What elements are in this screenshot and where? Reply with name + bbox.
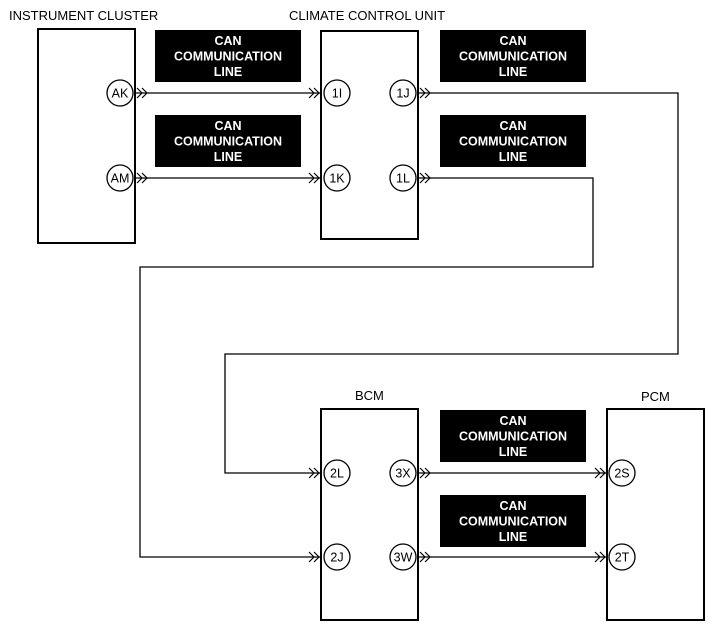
can-label-line-2: COMMUNICATION [174,135,282,149]
pin-label: 3X [395,467,411,481]
chevron-icon [594,467,606,479]
can-label-line-2: COMMUNICATION [459,50,567,64]
pin-ak: AK [106,79,134,107]
can-label-line-3: LINE [214,65,242,79]
pin-label: 2L [330,467,344,481]
pin-2t: 2T [608,543,636,571]
chevron-icon [136,172,148,184]
chevron-icon [136,87,148,99]
can-label-line-1: CAN [499,119,526,133]
pin-label: AM [111,172,130,186]
pin-am: AM [106,164,134,192]
wire-1j-2l [224,92,679,474]
chevron-icon [308,551,320,563]
can-label-line-1: CAN [499,34,526,48]
pin-2l: 2L [323,459,351,487]
pcm-title: PCM [641,389,670,404]
chevron-icon [308,87,320,99]
bcm-title: BCM [355,388,384,403]
can-label-line-2: COMMUNICATION [174,50,282,64]
can-label-1l: CAN COMMUNICATION LINE [440,115,586,167]
chevron-icon [594,551,606,563]
pin-1k: 1K [323,164,351,192]
can-label-line-2: COMMUNICATION [459,135,567,149]
pin-label: 1J [396,87,409,101]
pin-1j: 1J [389,79,417,107]
can-label-line-1: CAN [499,414,526,428]
can-label-3w-2t: CAN COMMUNICATION LINE [440,495,586,547]
pin-1i: 1I [323,79,351,107]
pin-3x: 3X [389,459,417,487]
can-label-line-3: LINE [499,65,527,79]
can-label-line-1: CAN [214,34,241,48]
pin-2j: 2J [323,543,351,571]
can-label-line-3: LINE [499,445,527,459]
climate-control-unit-box [320,30,419,240]
chevron-icon [419,87,431,99]
instrument-cluster-box [37,28,136,244]
can-label-ak-1i: CAN COMMUNICATION LINE [155,30,301,82]
can-label-line-3: LINE [499,530,527,544]
bcm-box [320,408,419,621]
pin-label: 3W [394,551,413,565]
wire-1l-2j [139,177,594,558]
can-label-line-1: CAN [214,119,241,133]
can-label-line-2: COMMUNICATION [459,515,567,529]
connector-chevrons [136,87,606,563]
pin-label: 1K [329,172,345,186]
pcm-box [606,408,705,621]
can-label-am-1k: CAN COMMUNICATION LINE [155,115,301,167]
pin-label: 2J [330,551,343,565]
climate-control-unit-title: CLIMATE CONTROL UNIT [289,8,445,23]
can-label-line-1: CAN [499,499,526,513]
pin-label: 2S [614,467,629,481]
can-label-line-3: LINE [499,150,527,164]
pin-2s: 2S [608,459,636,487]
can-label-3x-2s: CAN COMMUNICATION LINE [440,410,586,462]
pin-1l: 1L [389,164,417,192]
chevron-icon [308,467,320,479]
instrument-cluster-title: INSTRUMENT CLUSTER [9,8,158,23]
can-label-1j: CAN COMMUNICATION LINE [440,30,586,82]
chevron-icon [419,467,431,479]
pin-3w: 3W [389,543,417,571]
pin-label: 2T [615,551,630,565]
pin-label: AK [112,87,129,101]
can-label-line-3: LINE [214,150,242,164]
chevron-icon [419,551,431,563]
can-label-line-2: COMMUNICATION [459,430,567,444]
chevron-icon [308,172,320,184]
pin-label: 1I [332,87,342,101]
chevron-icon [419,172,431,184]
can-wires [135,92,679,558]
pin-label: 1L [396,172,410,186]
